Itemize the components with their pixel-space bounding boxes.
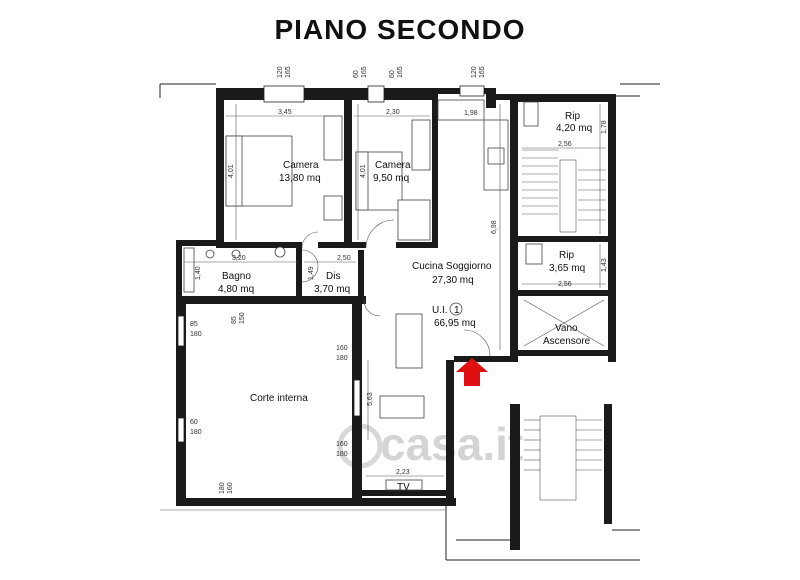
windows — [177, 85, 485, 443]
dim-text: 5,63 — [367, 392, 374, 406]
opening-size: 160 — [336, 441, 348, 448]
room-rip1-name: Rip — [565, 111, 580, 122]
tv-label: TV — [397, 482, 410, 493]
room-camera2-area: 9,50 mq — [373, 173, 409, 184]
room-camera2-name: Camera — [375, 160, 411, 171]
dim-text: 1,49 — [308, 266, 315, 280]
room-dis-area: 3,70 mq — [314, 284, 350, 295]
opening-size: 150 — [239, 312, 246, 324]
dim-text: 4,01 — [228, 164, 235, 178]
dim-text: 2,56 — [558, 281, 572, 288]
room-bagno-area: 4,80 mq — [218, 284, 254, 295]
unit-number-circle-icon — [449, 302, 463, 316]
unit-area: 66,95 mq — [434, 318, 476, 329]
dim-text: 1,43 — [601, 258, 608, 272]
opening-size: 180 — [219, 482, 226, 494]
opening-size: 120 — [277, 66, 284, 78]
opening-size: 165 — [361, 66, 368, 78]
dim-text: 2,56 — [558, 141, 572, 148]
room-dis-name: Dis — [326, 271, 340, 282]
entrance-arrow-icon — [456, 358, 488, 386]
opening-size: 85 — [231, 316, 238, 324]
dim-text: 2,50 — [337, 255, 351, 262]
dim-text: 3,45 — [278, 109, 292, 116]
opening-size: 180 — [336, 355, 348, 362]
dim-text: 6,98 — [491, 220, 498, 234]
room-vano-name: Vano — [555, 323, 578, 334]
doors — [301, 219, 491, 357]
room-cucina-area: 27,30 mq — [432, 275, 474, 286]
dim-text: 2,30 — [386, 109, 400, 116]
dim-text: 1,98 — [464, 110, 478, 117]
dim-text: 4,01 — [360, 164, 367, 178]
opening-size: 60 — [353, 70, 360, 78]
room-vano-name2: Ascensore — [543, 336, 591, 347]
room-corte-name: Corte interna — [250, 393, 308, 404]
room-rip2-name: Rip — [559, 250, 574, 261]
opening-size: 165 — [479, 66, 486, 78]
opening-size: 85 — [190, 321, 198, 328]
opening-size: 160 — [227, 482, 234, 494]
dim-text: 1,78 — [601, 120, 608, 134]
dim-text: 2,23 — [396, 469, 410, 476]
room-camera1-area: 13,80 mq — [279, 173, 321, 184]
walls — [176, 88, 616, 550]
furniture — [183, 99, 543, 491]
room-rip2-area: 3,65 mq — [549, 263, 585, 274]
dim-text: 1,40 — [195, 266, 202, 280]
room-cucina-name: Cucina Soggiorno — [412, 261, 492, 272]
opening-size: 165 — [285, 66, 292, 78]
opening-size: 160 — [336, 345, 348, 352]
opening-size: 60 — [190, 419, 198, 426]
outline-lines — [159, 83, 660, 561]
floor-title: PIANO SECONDO — [274, 14, 526, 45]
room-camera1-name: Camera — [283, 160, 319, 171]
unit-number: 1 — [454, 305, 460, 316]
opening-size: 120 — [471, 66, 478, 78]
stairs — [522, 149, 606, 501]
dimension-lines — [184, 104, 606, 477]
opening-size: 180 — [190, 429, 202, 436]
opening-size: 180 — [190, 331, 202, 338]
opening-size: 165 — [397, 66, 404, 78]
opening-size: 180 — [336, 451, 348, 458]
room-bagno-name: Bagno — [222, 271, 251, 282]
dim-text: 3,20 — [232, 255, 246, 262]
room-rip1-area: 4,20 mq — [556, 123, 592, 134]
unit-label: U.I. — [432, 305, 448, 316]
opening-size: 60 — [389, 70, 396, 78]
